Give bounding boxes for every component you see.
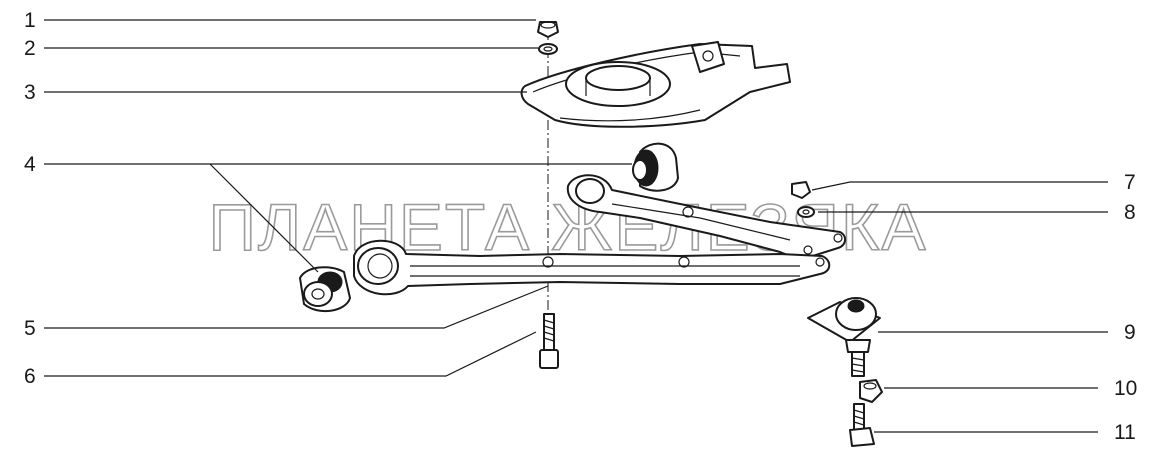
callout-7: 7 [1124,171,1136,194]
callout-6: 6 [24,365,36,388]
callout-5: 5 [24,317,36,340]
callout-8: 8 [1124,201,1136,224]
lower-arm [353,174,846,296]
callout-11: 11 [1114,421,1136,444]
bracket-plate [520,41,791,128]
callout-leaders [44,19,1108,433]
bushing-lower [299,266,351,313]
callout-1: 1 [24,9,36,32]
nut-top [537,21,559,38]
callout-2: 2 [24,37,36,60]
callout-4: 4 [24,153,36,176]
callout-3: 3 [24,81,36,104]
callout-10: 10 [1114,377,1137,400]
ball-joint [807,297,881,377]
nut-right [791,181,811,199]
nut-lower-right [859,379,883,403]
washer-right [797,206,815,218]
bushing-upper [632,142,679,192]
callout-9: 9 [1124,321,1136,344]
bolt-lower-right [849,403,875,447]
washer-top [538,43,558,55]
bolt-lower [539,313,559,369]
